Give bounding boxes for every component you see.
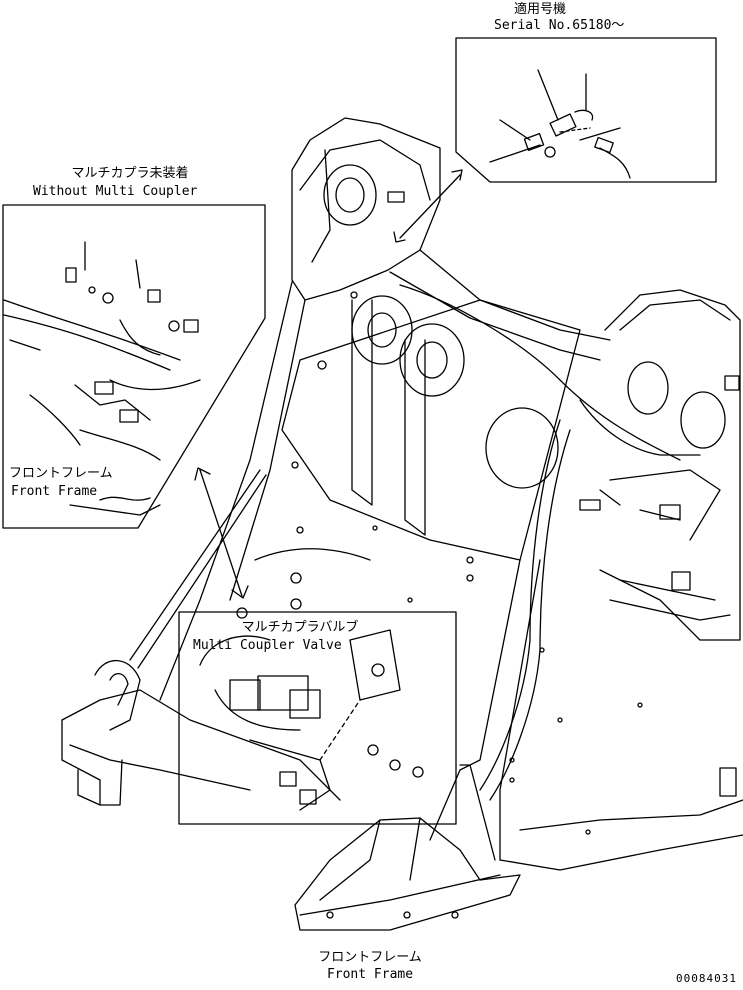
valve-label-en: Multi Coupler Valve xyxy=(193,638,342,653)
front-frame-left-label-en: Front Frame xyxy=(11,484,98,499)
without-coupler-inset-box xyxy=(3,205,265,528)
front-frame-bottom-label-jp: フロントフレーム xyxy=(318,950,422,965)
without-coupler-label-en: Without Multi Coupler xyxy=(33,184,198,199)
front-frame-drawing xyxy=(62,118,743,930)
without-coupler-label-jp: マルチカプラ未装着 xyxy=(71,166,189,181)
front-frame-left-label-jp: フロントフレーム xyxy=(9,466,113,481)
serial-inset-box xyxy=(456,38,716,182)
serial-inset-parts xyxy=(490,70,630,178)
valve-inset-parts xyxy=(200,630,423,810)
drawing-code: 00084031 xyxy=(676,972,737,985)
front-frame-bottom-label-en: Front Frame xyxy=(326,967,414,982)
serial-label-jp: 適用号機 xyxy=(513,2,566,17)
valve-label-jp: マルチカプラバルブ xyxy=(241,620,359,635)
valve-inset-box xyxy=(179,612,456,824)
serial-label-en: Serial No.65180～ xyxy=(494,18,625,33)
without-coupler-parts xyxy=(4,242,200,515)
